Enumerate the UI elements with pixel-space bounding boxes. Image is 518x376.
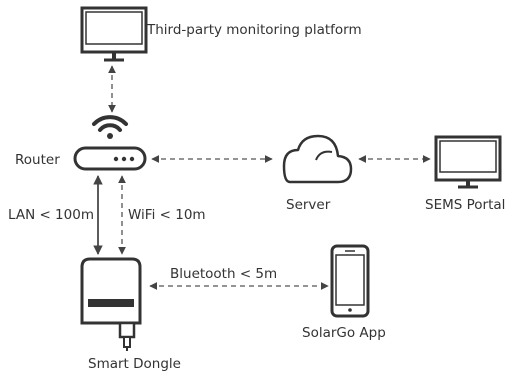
server-cloud-icon	[282, 134, 353, 184]
smart-dongle-label: Smart Dongle	[88, 356, 181, 372]
sems-portal-monitor-icon	[434, 135, 502, 189]
solargo-phone-icon	[330, 244, 370, 318]
solargo-app-label: SolarGo App	[302, 325, 386, 341]
router-label: Router	[15, 152, 60, 168]
wifi-link-label: WiFi < 10m	[128, 207, 206, 223]
monitoring-platform-monitor-icon	[80, 6, 148, 62]
monitoring-platform-label: Third-party monitoring platform	[147, 22, 362, 38]
server-label: Server	[286, 197, 331, 213]
bluetooth-link-label: Bluetooth < 5m	[170, 266, 278, 282]
lan-link-label: LAN < 100m	[8, 207, 94, 223]
smart-dongle-icon	[80, 257, 142, 351]
router-icon	[73, 146, 147, 171]
wifi-icon	[92, 115, 128, 139]
sems-portal-label: SEMS Portal	[425, 197, 506, 213]
